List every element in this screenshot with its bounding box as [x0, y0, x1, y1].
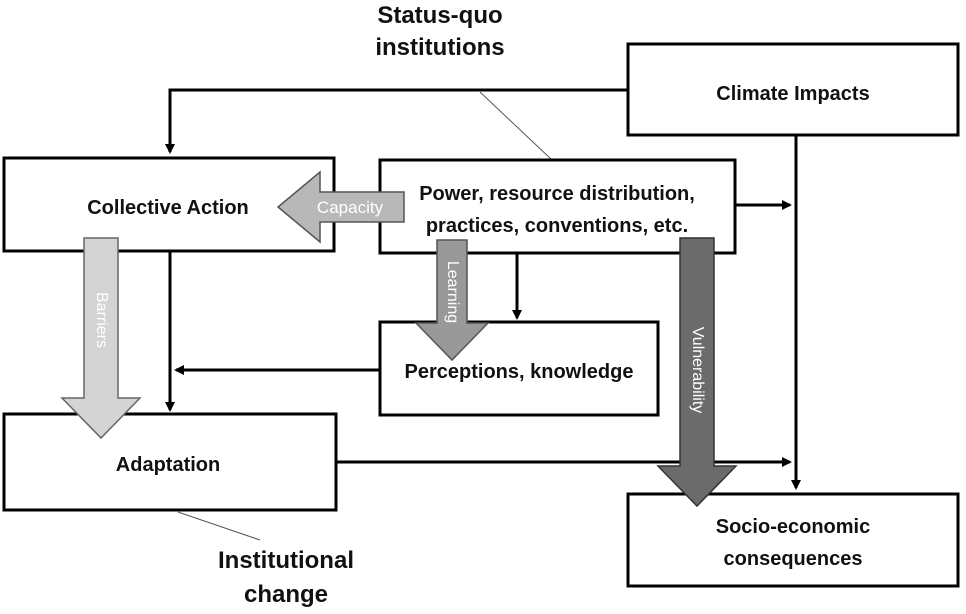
barriers-label: Barriers [93, 292, 110, 348]
power-box: Power, resource distribution, practices,… [378, 158, 737, 255]
leader-institutional [177, 511, 261, 541]
institutional-line1: Institutional [218, 547, 354, 574]
collective-action-label: Collective Action [87, 197, 249, 219]
connector-climate-to-collective [165, 88, 628, 154]
capacity-arrow: Capacity [276, 170, 405, 244]
status-quo-line1: Status-quo [377, 2, 502, 29]
barriers-arrow: Barriers [60, 237, 142, 440]
learning-label: Learning [444, 261, 461, 323]
climate-impacts-label: Climate Impacts [716, 83, 869, 105]
socio-label-line1: Socio-economic [716, 516, 870, 538]
adaptation-box: Adaptation [2, 412, 338, 512]
climate-impacts-box: Climate Impacts [626, 42, 960, 137]
adaptation-label: Adaptation [116, 454, 220, 476]
perceptions-box: Perceptions, knowledge [378, 320, 660, 417]
power-label-line1: Power, resource distribution, [419, 183, 695, 205]
institutional-line2: change [244, 581, 328, 608]
vulnerability-arrow: Vulnerability [656, 237, 738, 508]
learning-arrow: Learning [414, 239, 490, 362]
power-label-line2: practices, conventions, etc. [426, 215, 688, 237]
status-quo-line2: institutions [375, 34, 504, 61]
socio-label-line2: consequences [724, 548, 863, 570]
socio-economic-box: Socio-economic consequences [626, 492, 960, 588]
capacity-label: Capacity [317, 198, 384, 217]
vulnerability-label: Vulnerability [689, 327, 706, 414]
perceptions-label: Perceptions, knowledge [405, 361, 634, 383]
leader-status-quo [479, 91, 553, 161]
